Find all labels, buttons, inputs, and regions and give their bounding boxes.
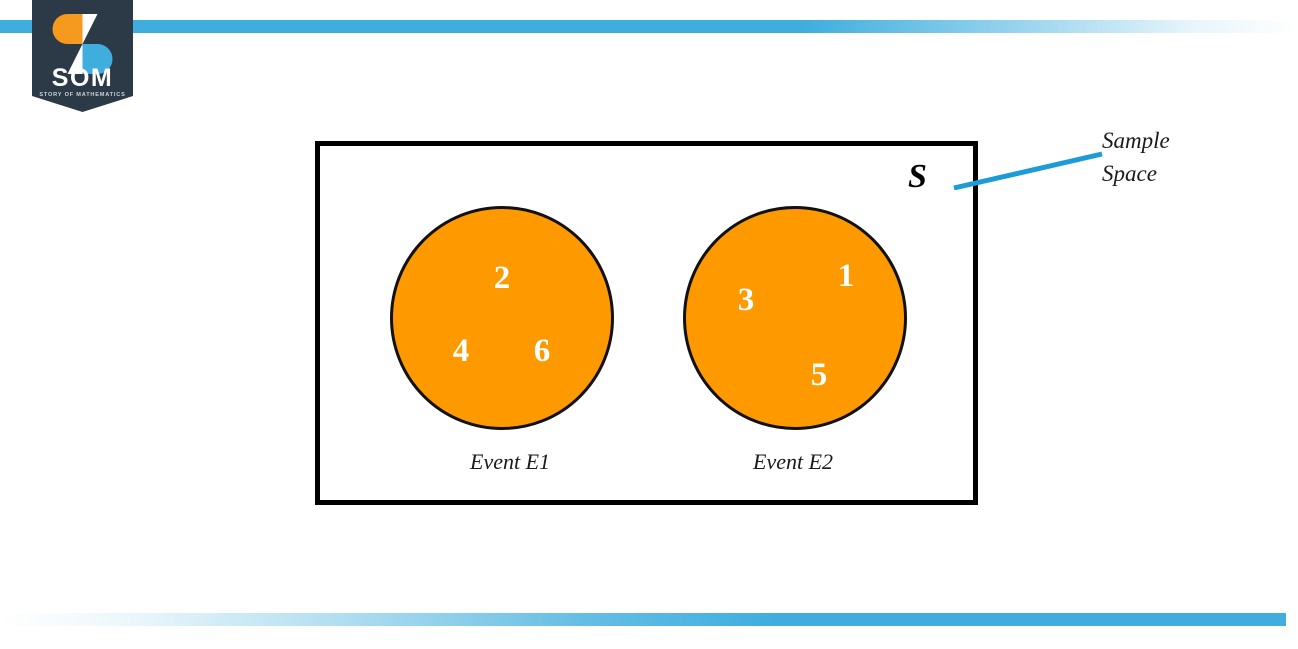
event-circle-e1[interactable]: [390, 206, 614, 430]
som-logo-graphic: SOM STORY OF MATHEMATICS: [32, 0, 133, 112]
som-logo-badge[interactable]: SOM STORY OF MATHEMATICS: [32, 0, 133, 112]
top-accent-stripe: [0, 20, 1298, 33]
outcome-e2-0: 1: [837, 258, 855, 294]
top-stripe-graphic: [0, 20, 1298, 33]
outcome-e1-0: 2: [493, 260, 511, 296]
event-label-e2: Event E2: [753, 449, 834, 474]
sample-space-callout-label: Sample Space: [1102, 124, 1170, 191]
sample-space-symbol: S: [908, 158, 927, 195]
callout-line-1: Sample: [1102, 128, 1170, 153]
bottom-accent-stripe: [0, 613, 1286, 626]
som-monogram-icon: [52, 14, 113, 74]
event-label-e1: Event E1: [470, 449, 551, 474]
outcome-e1-1: 4: [452, 333, 470, 369]
event-circle-e2[interactable]: [683, 206, 907, 430]
callout-line-2: Space: [1102, 161, 1157, 187]
bottom-stripe-graphic: [0, 613, 1286, 626]
outcome-e2-1: 3: [737, 282, 755, 318]
outcome-e2-2: 5: [810, 357, 828, 393]
som-wordmark: SOM: [52, 64, 113, 92]
outcome-e1-2: 6: [533, 333, 551, 369]
som-tagline: STORY OF MATHEMATICS: [39, 92, 125, 98]
